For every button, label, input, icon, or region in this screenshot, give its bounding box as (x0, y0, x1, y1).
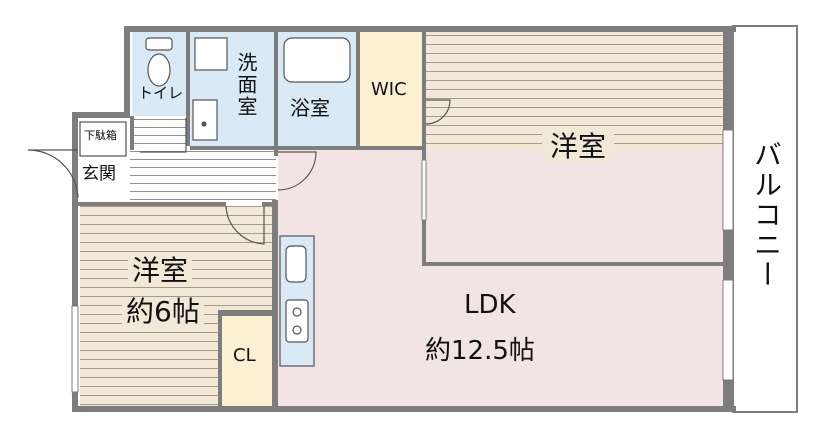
shoe-box-label: 下駄箱 (84, 129, 117, 142)
ldk-label: LDK (464, 290, 516, 320)
closet-floor (222, 316, 276, 406)
washroom-fixtures (192, 37, 228, 141)
western-left-size: 約6帖 (122, 298, 204, 326)
closet-label: CL (233, 345, 256, 366)
western-left-label: 洋室 (128, 257, 193, 285)
wic-label: WIC (371, 79, 407, 100)
ldk-floor (278, 150, 723, 406)
entrance-label: 玄関 (82, 164, 116, 184)
bath-label: 浴室 (290, 96, 330, 120)
washroom-label: 洗面室 (234, 52, 258, 118)
bathtub (283, 37, 351, 83)
shoe-box (79, 121, 127, 157)
door-swings (27, 99, 451, 245)
balcony-area (732, 25, 798, 413)
toilet-label: トイレ (138, 84, 184, 102)
balcony-label: バルコニー (750, 140, 783, 290)
windows (71, 129, 734, 393)
wic-floor (360, 32, 422, 146)
hallway-floor (130, 150, 276, 202)
toilet-fixture (145, 37, 173, 87)
kitchen-counter (279, 235, 315, 367)
western-right-label: 洋室 (542, 131, 615, 163)
ldk-size: 約12.5帖 (425, 336, 535, 366)
hallway-floor-2 (130, 116, 186, 152)
